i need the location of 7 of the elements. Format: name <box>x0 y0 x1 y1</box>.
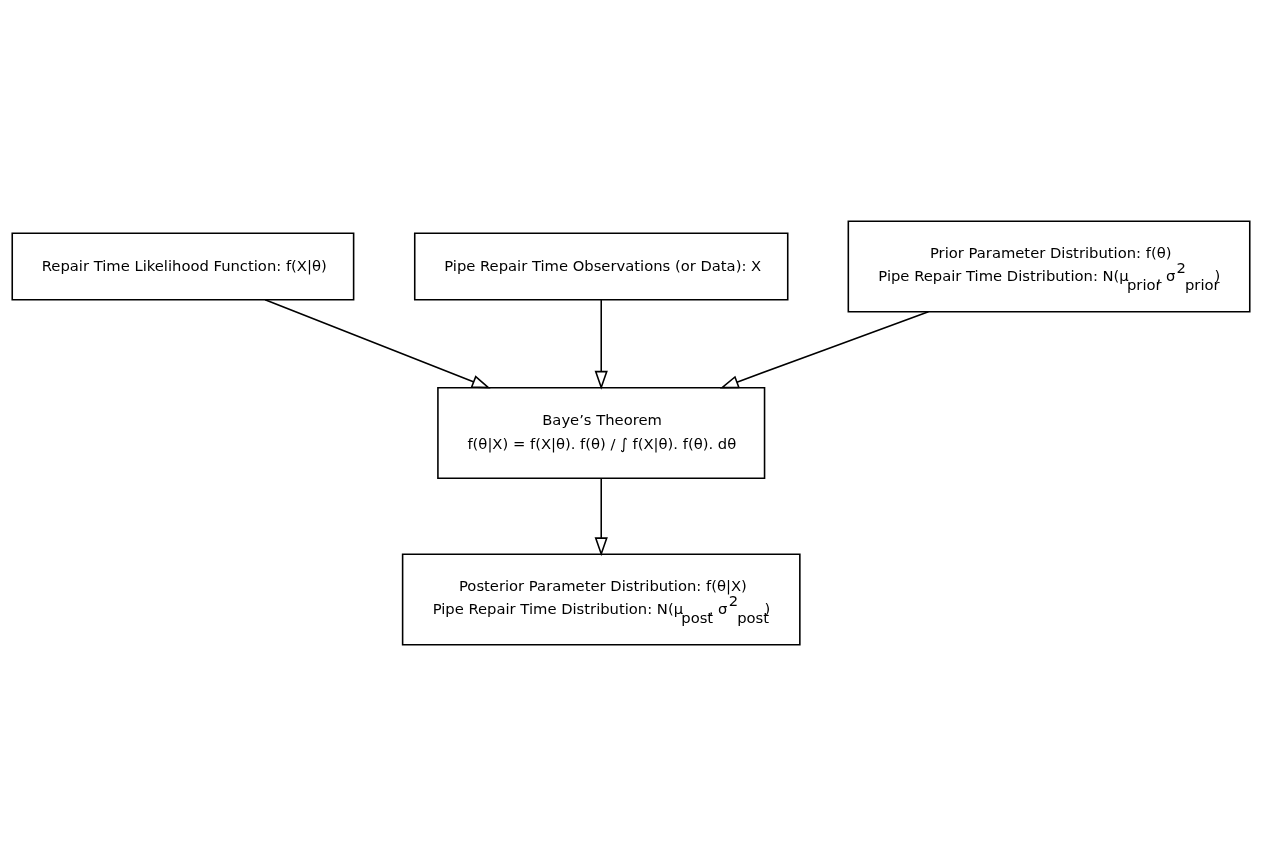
node-box: Repair Time Likelihood Function: f(X|θ) <box>11 232 355 300</box>
node-box: Baye’s Theorem f(θ|X) = f(X|θ). f(θ) / ∫ f(X|θ). f(θ). dθ <box>437 386 766 479</box>
node-box: Pipe Repair Time Observations (or Data): X <box>413 232 789 300</box>
arrow <box>594 477 608 556</box>
arrow <box>264 298 491 388</box>
arrow <box>594 298 608 390</box>
arrow <box>719 310 930 388</box>
